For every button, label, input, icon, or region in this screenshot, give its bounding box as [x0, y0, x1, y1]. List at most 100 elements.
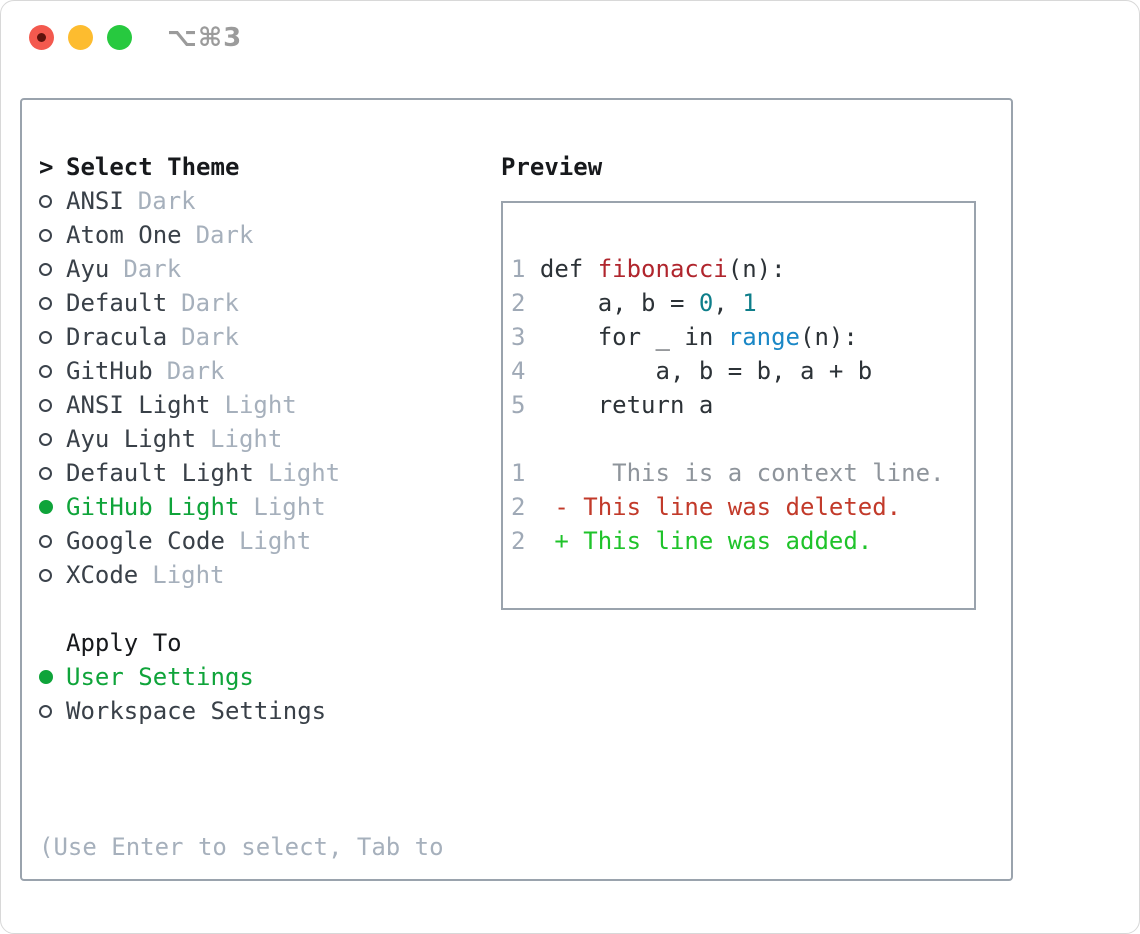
- code-segment: a, b =: [525, 289, 699, 317]
- preview-column: Preview 1 def fibonacci(n):2 a, b = 0, 1…: [501, 150, 976, 610]
- theme-option-atom-one-dark[interactable]: Atom One Dark: [39, 218, 444, 252]
- radio-icon: [39, 398, 66, 412]
- theme-option-dracula-dark[interactable]: Dracula Dark: [39, 320, 444, 354]
- theme-name: GitHub Light: [66, 493, 240, 521]
- code-segment: range: [727, 323, 800, 351]
- traffic-lights: [29, 25, 132, 50]
- theme-name: Google Code: [66, 527, 225, 555]
- code-segment: This is a context line.: [525, 459, 945, 487]
- preview-code-line: 4 a, b = b, a + b: [511, 354, 968, 388]
- theme-variant: Dark: [181, 289, 239, 317]
- chevron-right-icon: >: [39, 153, 54, 181]
- theme-option-default-dark[interactable]: Default Dark: [39, 286, 444, 320]
- radio-icon: [39, 228, 66, 242]
- line-number: 2: [511, 493, 526, 521]
- code-segment: 0: [698, 289, 714, 317]
- apply-option-label: User Settings: [66, 663, 254, 691]
- radio-icon: [39, 296, 66, 310]
- radio-icon: [39, 194, 66, 208]
- theme-option-ayu-light-light[interactable]: Ayu Light Light: [39, 422, 444, 456]
- theme-option-default-light-light[interactable]: Default Light Light: [39, 456, 444, 490]
- apply-to-header: Apply To: [66, 629, 182, 657]
- theme-name: Dracula: [66, 323, 168, 351]
- code-segment: (n):: [727, 255, 786, 283]
- theme-variant: Dark: [166, 357, 225, 385]
- apply-option-workspace-settings[interactable]: Workspace Settings: [39, 694, 444, 728]
- theme-variant: Light: [253, 493, 326, 521]
- preview-code-line: 5 return a: [511, 388, 968, 422]
- radio-icon: [39, 568, 66, 582]
- line-number: 5: [511, 391, 526, 419]
- line-number: 1: [511, 255, 526, 283]
- code-segment: ,: [713, 289, 743, 317]
- theme-variant: Dark: [123, 255, 182, 283]
- minimize-button[interactable]: [68, 25, 93, 50]
- line-number: 2: [511, 527, 526, 555]
- theme-variant: Dark: [195, 221, 254, 249]
- theme-option-ayu-dark[interactable]: Ayu Dark: [39, 252, 444, 286]
- theme-variant: Dark: [181, 323, 239, 351]
- code-segment: return a: [525, 391, 714, 419]
- code-segment: for _ in: [525, 323, 728, 351]
- theme-option-github-light-light[interactable]: GitHub Light Light: [39, 490, 444, 524]
- code-segment: + This line was added.: [525, 527, 873, 555]
- radio-icon: [39, 704, 66, 718]
- line-number: 3: [511, 323, 526, 351]
- preview-title: Preview: [501, 153, 603, 181]
- preview-code-line: [511, 422, 968, 456]
- code-segment: (n):: [800, 323, 858, 351]
- apply-option-label: Workspace Settings: [66, 697, 327, 725]
- close-button[interactable]: [29, 25, 54, 50]
- code-segment: 1: [742, 289, 757, 317]
- radio-icon: [39, 466, 66, 480]
- theme-name: Default Light: [66, 459, 254, 487]
- theme-option-xcode-light[interactable]: XCode Light: [39, 558, 444, 592]
- code-segment: - This line was deleted.: [525, 493, 902, 521]
- radio-icon: [39, 364, 66, 378]
- preview-code-line: 2 + This line was added.: [511, 524, 968, 558]
- preview-code-line: 3 for _ in range(n):: [511, 320, 968, 354]
- theme-name: GitHub: [66, 357, 153, 385]
- theme-name: Default: [66, 289, 168, 317]
- radio-selected-icon: [39, 670, 66, 684]
- theme-name: Ayu: [66, 255, 110, 283]
- code-segment: fibonacci: [597, 255, 728, 283]
- theme-name: Ayu Light: [66, 425, 197, 453]
- theme-option-github-dark[interactable]: GitHub Dark: [39, 354, 444, 388]
- theme-variant: Light: [152, 561, 225, 589]
- code-segment: def: [525, 255, 598, 283]
- apply-option-user-settings[interactable]: User Settings: [39, 660, 444, 694]
- theme-variant: Light: [224, 391, 297, 419]
- preview-code-line: 2 - This line was deleted.: [511, 490, 968, 524]
- theme-variant: Light: [210, 425, 283, 453]
- cursor-marker: >: [39, 153, 66, 181]
- preview-code-line: 2 a, b = 0, 1: [511, 286, 968, 320]
- theme-variant: Light: [267, 459, 341, 487]
- theme-variant: Light: [238, 527, 312, 555]
- line-number: 1: [511, 459, 526, 487]
- maximize-button[interactable]: [107, 25, 132, 50]
- radio-icon: [39, 262, 66, 276]
- preview-code-line: 1 def fibonacci(n):: [511, 252, 968, 286]
- theme-name: Atom One: [66, 221, 182, 249]
- line-number: 4: [511, 357, 526, 385]
- radio-selected-icon: [39, 500, 66, 514]
- keyboard-hint: (Use Enter to select, Tab to change focu…: [39, 762, 444, 933]
- theme-variant: Dark: [137, 187, 196, 215]
- theme-option-google-code-light[interactable]: Google Code Light: [39, 524, 444, 558]
- titlebar: ⌥⌘3: [1, 1, 1139, 98]
- theme-name: XCode: [66, 561, 139, 589]
- radio-icon: [39, 330, 66, 344]
- preview-code-line: 1 This is a context line.: [511, 456, 968, 490]
- code-segment: a, b = b, a + b: [525, 357, 873, 385]
- select-theme-header: > Select Theme: [39, 150, 444, 184]
